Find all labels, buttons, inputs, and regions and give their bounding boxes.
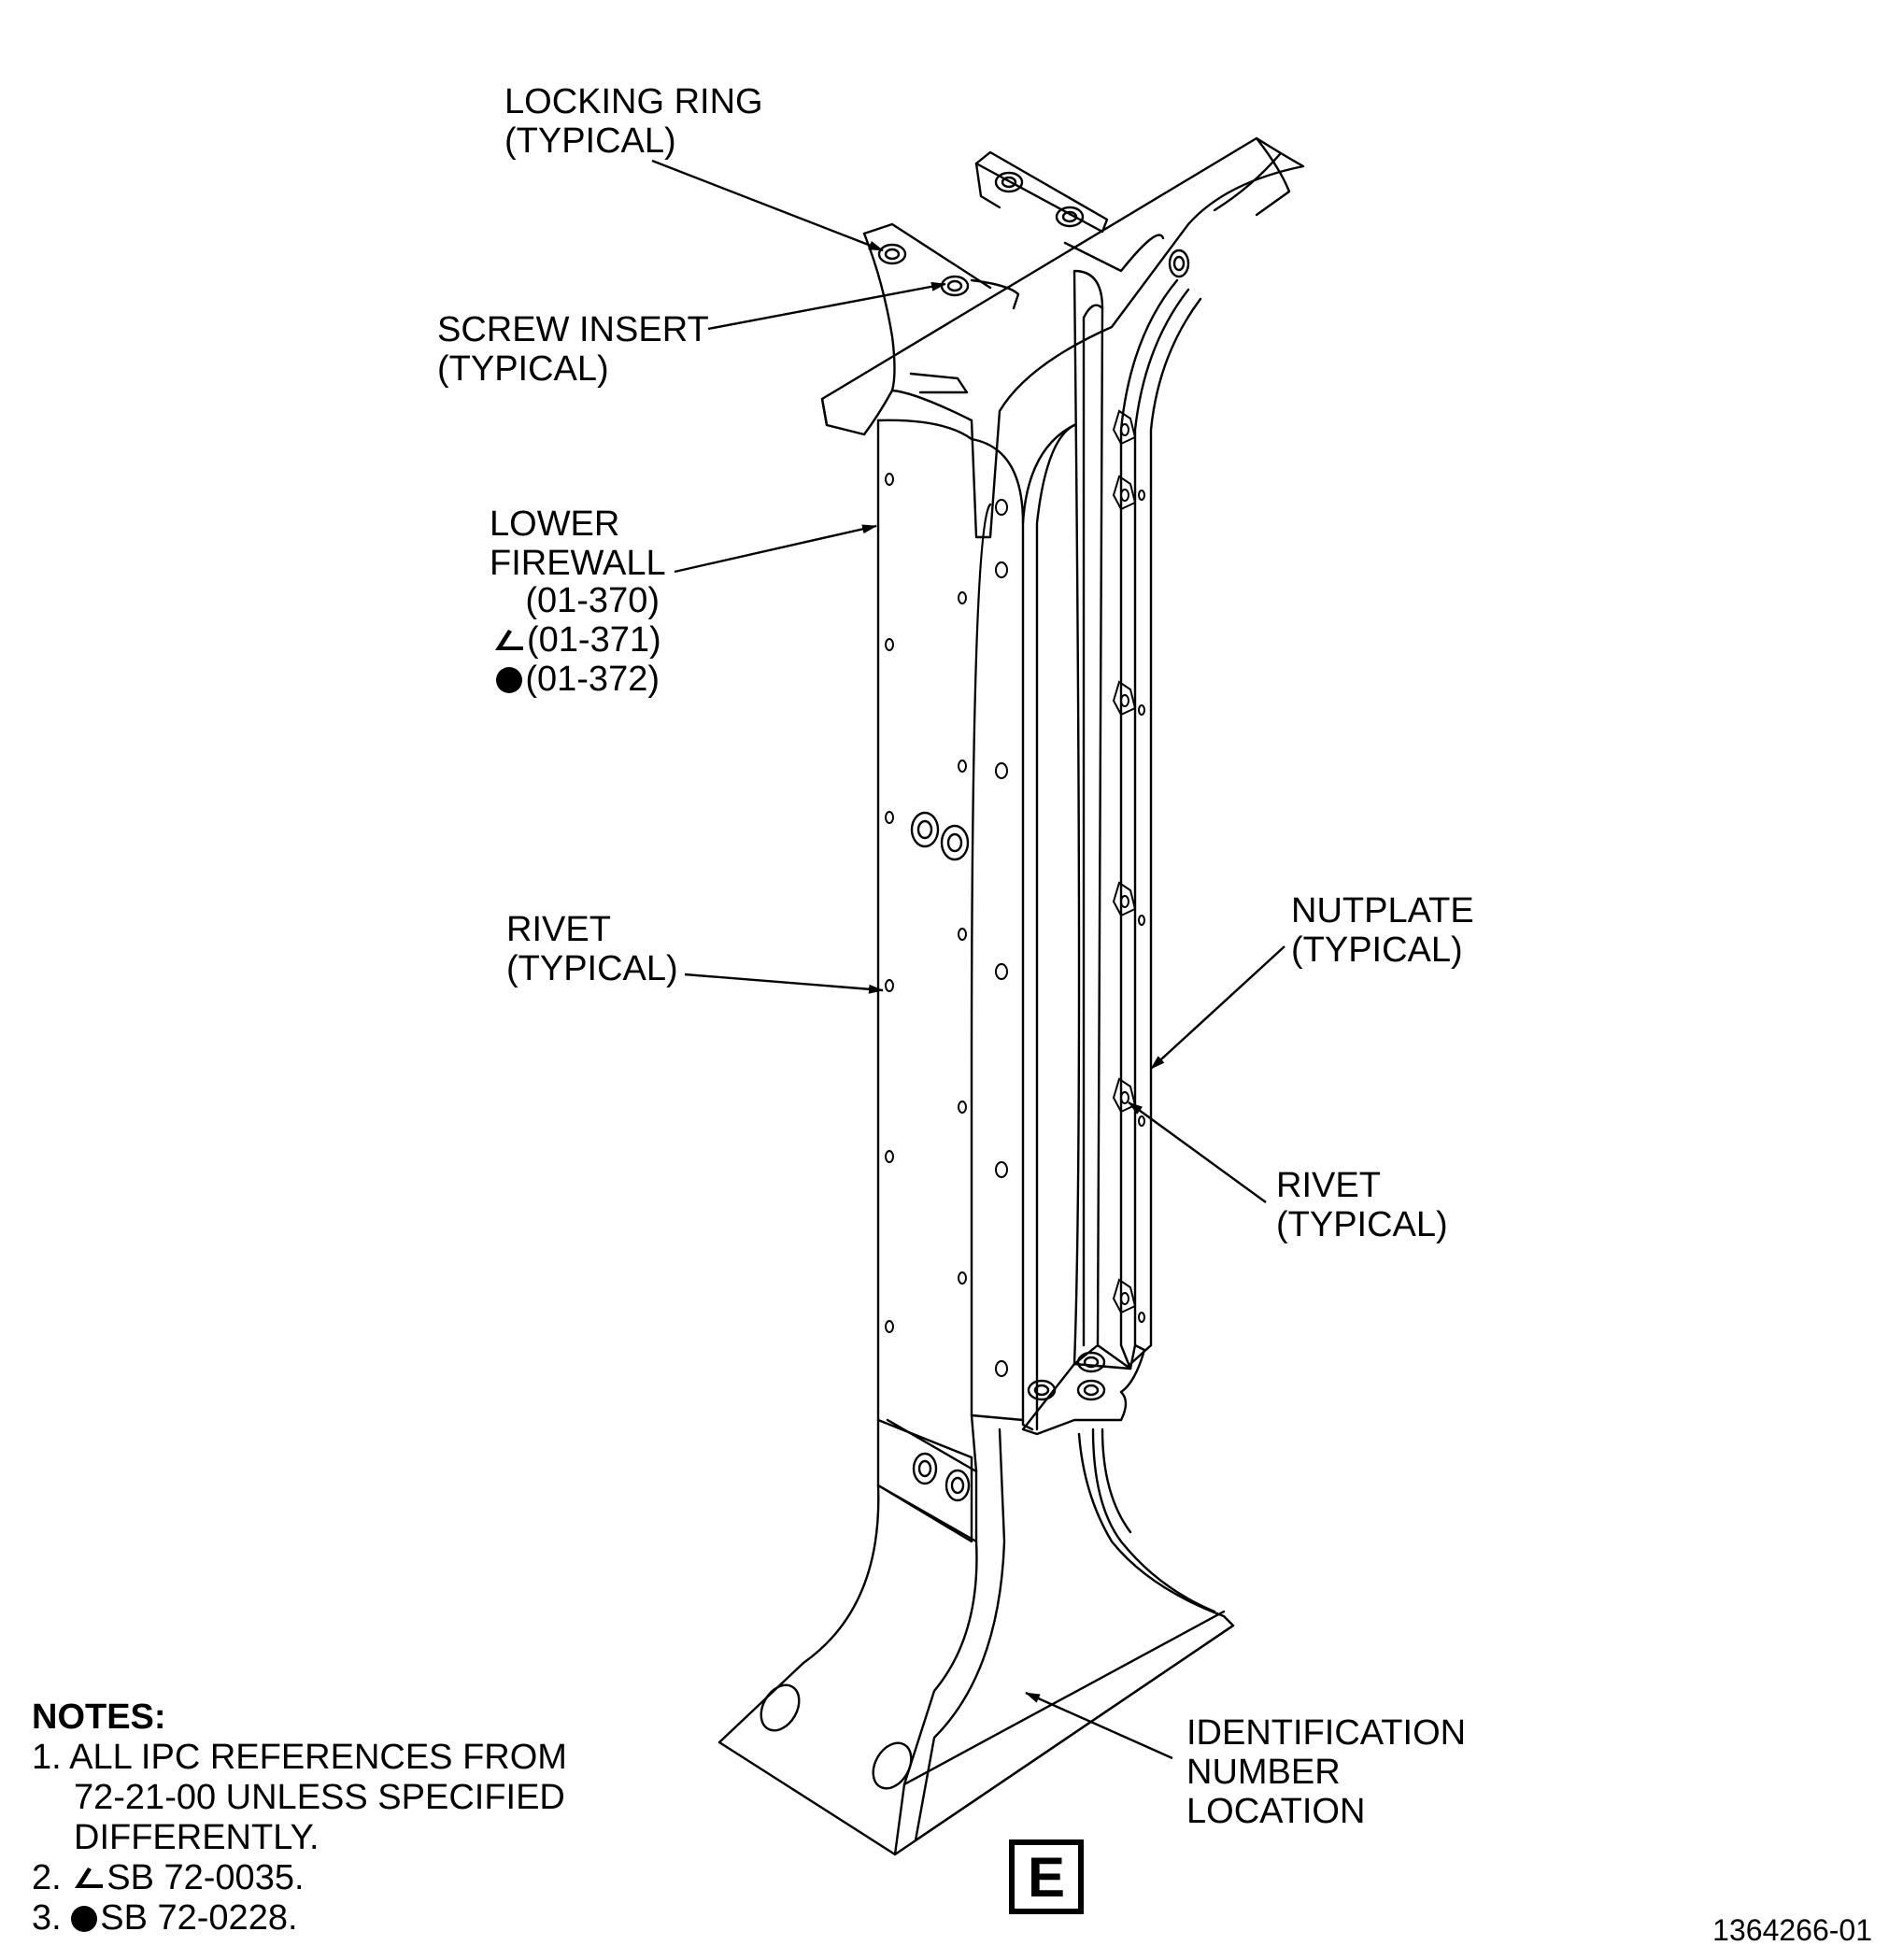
- note-1: 1. ALL IPC REFERENCES FROM 72-21-00 UNLE…: [32, 1738, 567, 1857]
- filled-circle-icon: [71, 1906, 98, 1932]
- leader-rivet-left: [684, 973, 884, 994]
- view-letter: E: [1027, 1845, 1066, 1909]
- ref-01-370: (01-370): [525, 581, 660, 620]
- label-nutplate: NUTPLATE (TYPICAL): [1291, 891, 1474, 970]
- base-fitting: [1021, 1343, 1146, 1436]
- label-rivet-left: RIVET (TYPICAL): [506, 910, 678, 988]
- label-id-location: IDENTIFICATION NUMBER LOCATION: [1186, 1713, 1467, 1831]
- leader-lines: [651, 159, 1285, 1760]
- filled-circle-icon: [496, 667, 523, 693]
- rivets: [885, 409, 1145, 1377]
- notes-block: NOTES: 1. ALL IPC REFERENCES FROM 72-21-…: [32, 1697, 567, 1939]
- angle-mark-icon: [75, 1868, 104, 1888]
- leader-lower-firewall: [674, 524, 877, 574]
- lower-skirt: [717, 1432, 1235, 1856]
- note-3: 3. SB 72-0228.: [32, 1898, 298, 1938]
- leader-screw-insert: [707, 281, 946, 331]
- nutplates: [1112, 409, 1137, 1314]
- view-letter-box: E: [1009, 1839, 1084, 1914]
- label-rivet-right: RIVET (TYPICAL): [1276, 1166, 1448, 1244]
- label-screw-insert: SCREW INSERT (TYPICAL): [437, 310, 709, 389]
- leader-nutplate: [1150, 945, 1285, 1070]
- center-channel: [1072, 269, 1104, 1366]
- note-2: 2. SB 72-0035.: [32, 1858, 305, 1897]
- right-rail: [1119, 278, 1179, 1371]
- leader-id-location: [1025, 1691, 1173, 1760]
- figure-id: 1364266-01: [1712, 1913, 1872, 1947]
- leader-rivet-right: [1128, 1101, 1267, 1203]
- label-lower-firewall: LOWER FIREWALL: [490, 504, 666, 583]
- ref-01-371: (01-371): [491, 620, 661, 660]
- flange-fasteners: [877, 171, 1190, 297]
- left-web: [876, 419, 992, 1543]
- ref-01-372: (01-372): [491, 660, 660, 699]
- label-locking-ring: LOCKING RING (TYPICAL): [504, 82, 763, 161]
- label-part-refs: (01-370) (01-371) (01-372): [491, 581, 661, 699]
- notes-heading: NOTES:: [32, 1697, 166, 1737]
- angle-mark-icon: [495, 630, 523, 650]
- leader-locking-ring: [651, 159, 884, 252]
